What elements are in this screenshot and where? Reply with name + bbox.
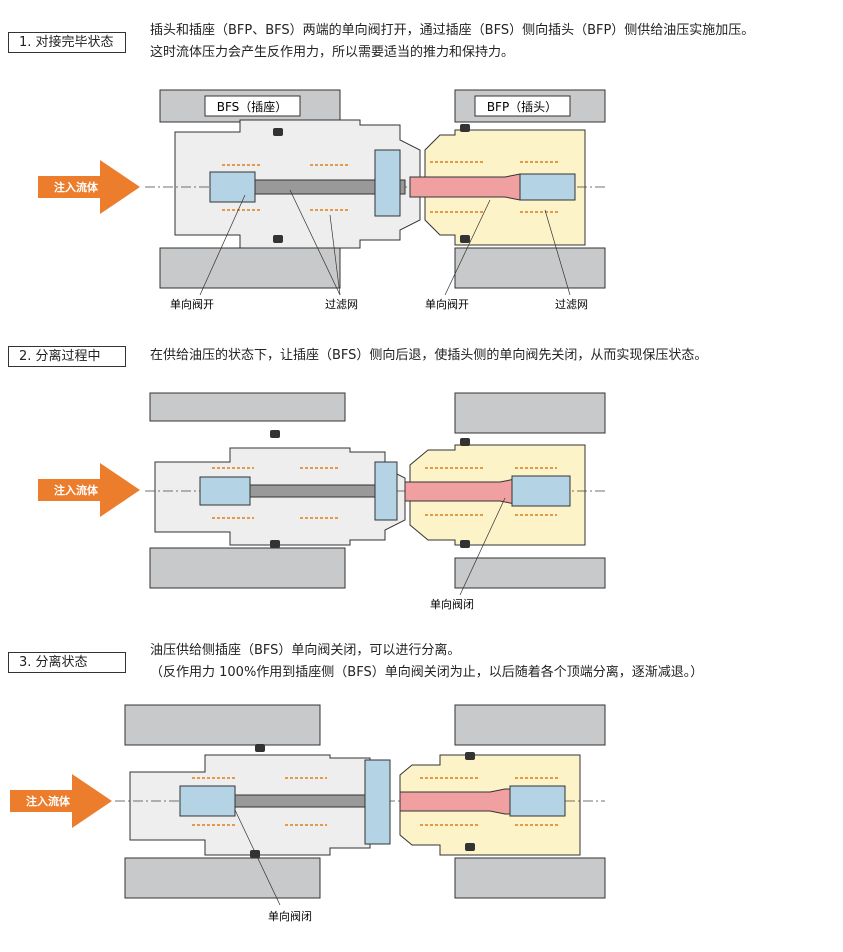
socket-stem bbox=[254, 179, 406, 195]
bfp-label-box bbox=[474, 95, 571, 117]
left-housing-top bbox=[124, 704, 321, 746]
step-3-desc-line-1: 油压供给侧插座（BFS）单向阀关闭，可以进行分离。 bbox=[150, 643, 461, 658]
callout-line bbox=[234, 809, 281, 906]
callout-filter-left: 过滤网 bbox=[325, 298, 358, 311]
callout-filter-right: 过滤网 bbox=[555, 298, 588, 311]
right-housing-top bbox=[454, 392, 606, 434]
step-1-coupling-diagram: BFS（插座） BFP（插头） 注入流体 单向阀开 过滤网 单向阀开 过滤网 bbox=[38, 89, 606, 311]
socket-stem bbox=[249, 484, 391, 498]
inject-arrow bbox=[10, 774, 112, 828]
inject-arrow bbox=[38, 463, 140, 517]
plug-piston bbox=[409, 173, 531, 201]
left-housing-bottom bbox=[159, 247, 341, 289]
left-housing-bottom bbox=[124, 857, 321, 899]
plug-piston bbox=[399, 788, 516, 815]
callout-valve-closed: 单向阀闭 bbox=[430, 597, 474, 611]
inject-arrow-label: 注入流体 bbox=[54, 180, 99, 194]
left-housing-top bbox=[149, 392, 346, 422]
inject-arrow-label: 注入流体 bbox=[26, 794, 71, 808]
callout-line bbox=[459, 497, 506, 596]
socket-sleeve bbox=[374, 461, 398, 521]
right-housing-top bbox=[454, 704, 606, 746]
socket-sleeve bbox=[374, 149, 401, 217]
inject-arrow bbox=[38, 160, 140, 214]
o-rings bbox=[273, 124, 470, 243]
right-housing-bottom bbox=[454, 247, 606, 289]
step-3-description: 油压供给侧插座（BFS）单向阀关闭，可以进行分离。 （反作用力 100%作用到插… bbox=[150, 640, 703, 684]
step-3-coupling-diagram: 注入流体 单向阀闭 bbox=[10, 704, 606, 923]
right-housing-bottom bbox=[454, 857, 606, 899]
springs bbox=[192, 777, 560, 826]
step-1-desc-line-1: 插头和插座（BFP、BFS）两端的单向阀打开，通过插座（BFS）侧向插头（BFP… bbox=[150, 23, 755, 38]
bfs-label: BFS（插座） bbox=[217, 99, 288, 114]
step-1-description: 插头和插座（BFP、BFS）两端的单向阀打开，通过插座（BFS）侧向插头（BFP… bbox=[150, 20, 754, 64]
socket-sleeve bbox=[364, 759, 391, 845]
callout-valve-open-left: 单向阀开 bbox=[170, 297, 214, 311]
socket-valve bbox=[179, 785, 236, 817]
step-2-coupling-diagram: 注入流体 单向阀闭 bbox=[38, 392, 606, 611]
springs bbox=[222, 161, 560, 213]
right-housing-bottom bbox=[454, 557, 606, 589]
socket-stem bbox=[234, 794, 366, 808]
step-2-label: 2. 分离过程中 bbox=[8, 346, 126, 367]
plug-piston bbox=[404, 478, 521, 505]
plug-valve bbox=[519, 173, 576, 201]
callout-valve-closed: 单向阀闭 bbox=[268, 909, 312, 923]
step-3-label: 3. 分离状态 bbox=[8, 652, 126, 673]
step-3-desc-line-2: （反作用力 100%作用到插座侧（BFS）单向阀关闭为止，以后随着各个顶端分离，… bbox=[150, 665, 704, 680]
plug-valve bbox=[509, 785, 566, 817]
step-2-desc-line-1: 在供给油压的状态下，让插座（BFS）侧向后退，使插头侧的单向阀先关闭，从而实现保… bbox=[150, 348, 708, 363]
bfs-label-box bbox=[204, 95, 301, 117]
callout-valve-open-right: 单向阀开 bbox=[425, 297, 469, 311]
socket-valve bbox=[199, 476, 251, 506]
bfp-label: BFP（插头） bbox=[487, 100, 557, 114]
springs bbox=[212, 467, 557, 519]
plug-valve bbox=[511, 475, 571, 507]
o-rings bbox=[270, 430, 470, 548]
socket-valve bbox=[209, 171, 256, 203]
inject-arrow-label: 注入流体 bbox=[54, 483, 99, 497]
step-1-desc-line-2: 这时流体压力会产生反作用力，所以需要适当的推力和保持力。 bbox=[150, 45, 515, 60]
step-2-description: 在供给油压的状态下，让插座（BFS）侧向后退，使插头侧的单向阀先关闭，从而实现保… bbox=[150, 345, 707, 367]
o-rings bbox=[250, 744, 475, 858]
step-1-label: 1. 对接完毕状态 bbox=[8, 32, 126, 53]
callout-lines bbox=[199, 189, 571, 296]
left-housing-bottom bbox=[149, 547, 346, 589]
